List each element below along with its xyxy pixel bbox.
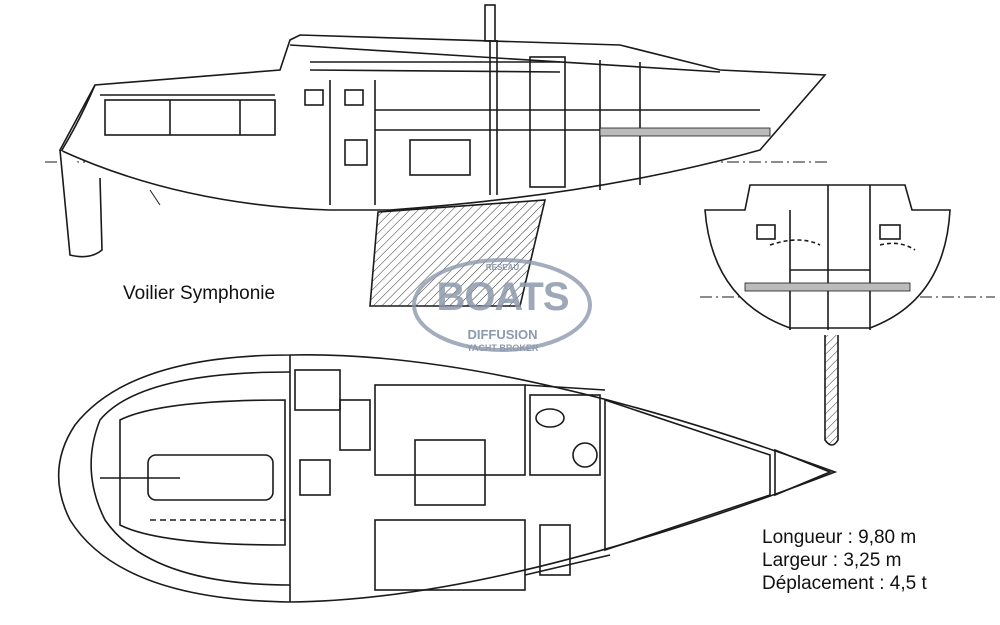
watermark-logo: RESEAU BOATS DIFFUSION YACHT BROKER: [410, 255, 595, 355]
watermark-bottom: YACHT BROKER: [466, 343, 539, 353]
spec-beam: Largeur : 3,25 m: [762, 550, 902, 571]
cross-section-view: [700, 184, 995, 446]
keel: [369, 199, 547, 307]
spec-displacement: Déplacement : 4,5 t: [762, 573, 927, 594]
drawing-title: Voilier Symphonie: [123, 283, 276, 304]
side-profile-view: [45, 4, 830, 307]
deck-plan-view: [57, 354, 838, 603]
watermark-sub: DIFFUSION: [467, 327, 538, 342]
watermark-main: BOATS: [436, 275, 569, 319]
watermark-top: RESEAU: [485, 263, 520, 272]
mast-stub: [484, 4, 496, 42]
spec-length: Longueur : 9,80 m: [762, 527, 917, 548]
specifications: Longueur : 9,80 m Largeur : 3,25 m Dépla…: [762, 526, 927, 595]
